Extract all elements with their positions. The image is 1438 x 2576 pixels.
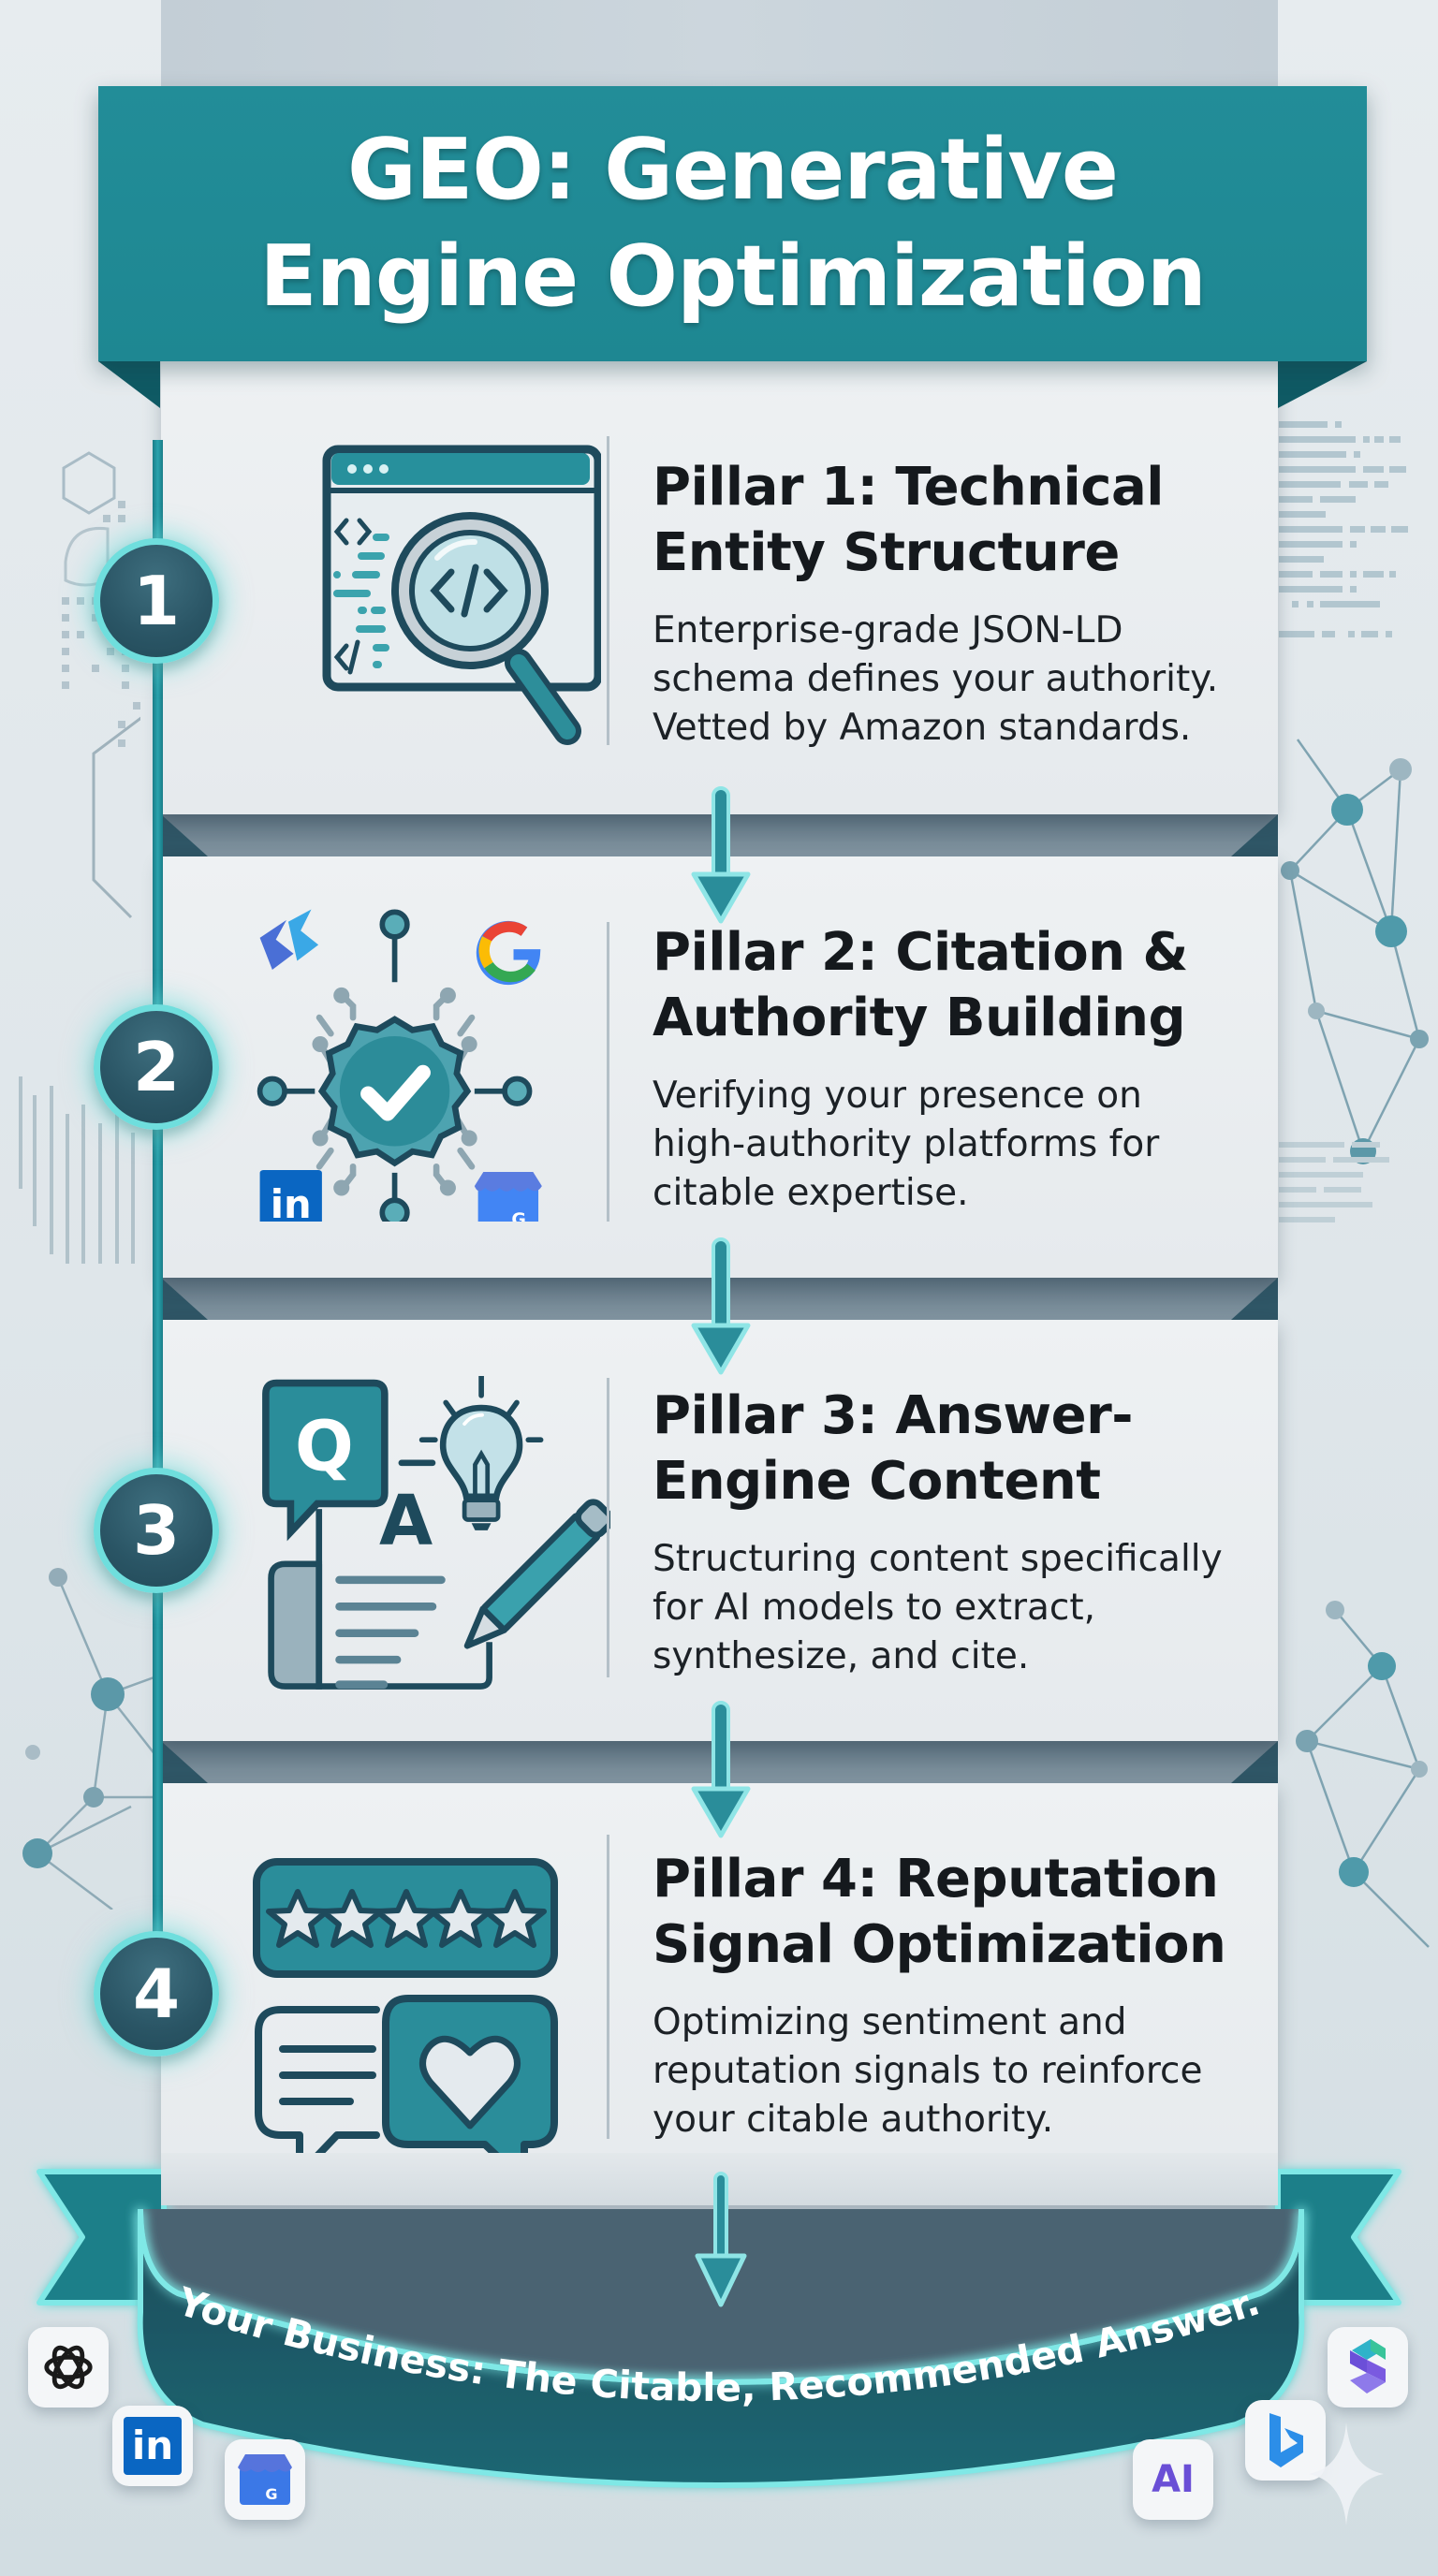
pillar-title-line: Signal Optimization	[653, 1914, 1226, 1975]
step-badge-2: 2	[94, 1004, 219, 1130]
svg-text:in: in	[271, 1181, 312, 1222]
code-search-icon	[322, 445, 601, 745]
card-divider	[607, 436, 609, 745]
step-badge-4: 4	[94, 1931, 219, 2056]
ai-label: AI	[1152, 2458, 1195, 2501]
pillar-desc-line: schema defines your authority.	[653, 658, 1219, 700]
pillar-title: Pillar 3: Answer- Engine Content	[653, 1383, 1252, 1515]
pillar-text-4: Pillar 4: Reputation Signal Optimization…	[653, 1847, 1252, 2144]
pillar-title: Pillar 2: Citation & Authority Building	[653, 920, 1252, 1051]
card-divider	[607, 1378, 609, 1677]
pillar-desc-line: your citable authority.	[653, 2099, 1054, 2141]
pillar-title-line: Pillar 2: Citation &	[653, 922, 1188, 983]
sparkle-icon	[1309, 2422, 1384, 2525]
pillar-desc-line: Enterprise-grade JSON-LD	[653, 609, 1123, 651]
pillar-title-line: Entity Structure	[653, 522, 1120, 583]
pillar-card-3: Q A Pillar 3: Answer-	[161, 1320, 1278, 1741]
pillar-desc-line: synthesize, and cite.	[653, 1635, 1030, 1677]
svg-text:Your Business: The Citable, Re: Your Business: The Citable, Recommended …	[171, 2278, 1265, 2410]
chatgpt-logo-icon	[28, 2327, 109, 2408]
ai-text-icon: AI	[1133, 2439, 1213, 2520]
pillar-text-3: Pillar 3: Answer- Engine Content Structu…	[653, 1383, 1252, 1681]
qa-document-icon: Q A	[262, 1376, 610, 1690]
pillar-text-2: Pillar 2: Citation & Authority Building …	[653, 920, 1252, 1218]
pillar-desc-line: Verifying your presence on	[653, 1075, 1142, 1117]
svg-text:Q: Q	[295, 1406, 354, 1486]
google-business-profile-icon: G	[474, 1171, 542, 1222]
pillar-card-4: Pillar 4: Reputation Signal Optimization…	[161, 1783, 1278, 2204]
linkedin-logo-icon: in	[112, 2406, 193, 2486]
svg-text:G: G	[265, 2485, 277, 2503]
title-line-1: GEO: Generative	[347, 121, 1119, 219]
verified-badge-network-icon: in G	[257, 909, 542, 1222]
pillar-title-line: Authority Building	[653, 988, 1186, 1048]
copilot-logo-icon	[259, 909, 319, 970]
pillar-desc-line: reputation signals to reinforce	[653, 2050, 1203, 2092]
page-title: GEO: Generative Engine Optimization	[259, 117, 1207, 330]
bing-logo-icon	[1245, 2400, 1326, 2481]
pillar-title-line: Engine Content	[653, 1451, 1101, 1512]
pillar-title-line: Pillar 1: Technical	[653, 457, 1164, 518]
svg-text:A: A	[379, 1481, 433, 1561]
step-number: 2	[132, 1028, 181, 1106]
google-business-profile-icon: G	[225, 2439, 305, 2520]
pillar-desc-line: Vetted by Amazon standards.	[653, 707, 1192, 749]
pillar-description: Structuring content specifically for AI …	[653, 1535, 1252, 1681]
pillar-desc-line: Optimizing sentiment and	[653, 2001, 1127, 2043]
linkedin-logo-icon: in	[259, 1170, 322, 1222]
title-banner: GEO: Generative Engine Optimization	[98, 86, 1367, 361]
step-badge-1: 1	[94, 538, 219, 664]
hexagon-decor-icon	[62, 451, 140, 919]
reviews-rating-icon	[253, 1858, 558, 2186]
google-logo-icon	[476, 920, 541, 986]
ribbon-text: Your Business: The Citable, Recommended …	[171, 2278, 1265, 2410]
pillar-description: Optimizing sentiment and reputation sign…	[653, 1998, 1252, 2144]
network-nodes-decor-icon	[22, 1568, 160, 1910]
linkedin-label: in	[124, 2417, 182, 2475]
timeline-line	[153, 440, 163, 2050]
banner-fold-left	[98, 361, 160, 408]
step-badge-3: 3	[94, 1468, 219, 1593]
pillar-title-line: Pillar 3: Answer-	[653, 1385, 1134, 1446]
banner-fold-right	[1278, 361, 1367, 408]
pillar-desc-line: Structuring content specifically	[653, 1538, 1223, 1580]
arrow-down-icon	[691, 1701, 751, 1838]
pillar-card-1: Pillar 1: Technical Entity Structure Ent…	[161, 361, 1278, 814]
title-line-2: Engine Optimization	[259, 227, 1207, 326]
step-number: 4	[132, 1954, 181, 2033]
pillar-description: Verifying your presence on high-authorit…	[653, 1072, 1252, 1218]
pillar-desc-line: high-authority platforms for	[653, 1123, 1160, 1165]
step-number: 1	[132, 562, 181, 640]
pillar-desc-line: for AI models to extract,	[653, 1587, 1096, 1629]
svg-text:G: G	[511, 1209, 526, 1222]
card-divider	[607, 922, 609, 1222]
pillar-title-line: Pillar 4: Reputation	[653, 1849, 1219, 1910]
data-lines-decor-icon	[1279, 421, 1408, 637]
pillar-title: Pillar 4: Reputation Signal Optimization	[653, 1847, 1252, 1978]
pillar-description: Enterprise-grade JSON-LD schema defines …	[653, 607, 1252, 753]
pillar-desc-line: citable expertise.	[653, 1172, 969, 1214]
data-lines-decor-icon	[1279, 1142, 1389, 1222]
pillar-title: Pillar 1: Technical Entity Structure	[653, 455, 1252, 586]
arrow-down-icon	[695, 2172, 747, 2307]
step-number: 3	[132, 1491, 181, 1570]
pillar-text-1: Pillar 1: Technical Entity Structure Ent…	[653, 455, 1252, 753]
data-bars-decor-icon	[19, 1076, 135, 1264]
pillar-card-2: in G Pillar 2: Citation & Authority Buil…	[161, 856, 1278, 1278]
perplexity-s-logo-icon	[1328, 2327, 1408, 2408]
arrow-down-icon	[691, 1237, 751, 1375]
ribbon-text-path: Your Business: The Citable, Recommended …	[171, 2278, 1265, 2410]
network-nodes-decor-icon	[1296, 1601, 1430, 1948]
card-divider	[607, 1835, 609, 2139]
arrow-down-icon	[691, 786, 751, 924]
